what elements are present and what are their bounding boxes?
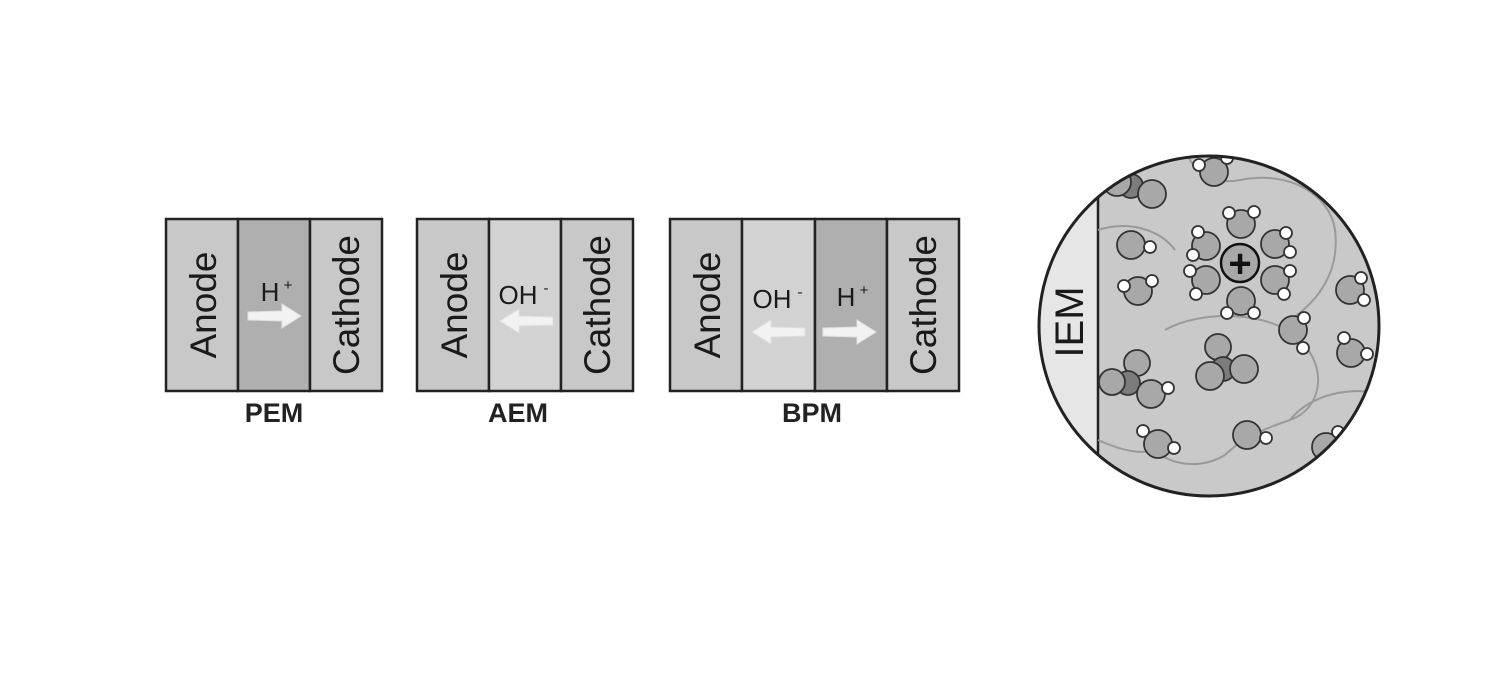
membrane-layer: [236, 217, 312, 393]
anode-label: Anode: [434, 252, 475, 359]
arrow-left-icon: [499, 308, 554, 334]
arrow-right-icon: [247, 303, 302, 329]
cathode-layer: [559, 217, 635, 393]
cell-pem: Anode Cathode H + PEM: [164, 217, 384, 428]
ion-symbol: OH: [753, 284, 792, 314]
cell-caption: PEM: [245, 398, 304, 428]
ion-label: OH -: [499, 280, 549, 310]
cathode-label: Cathode: [577, 235, 618, 375]
ion-label-oh: OH -: [753, 284, 803, 314]
ion-charge: -: [544, 280, 549, 297]
arrow-left-icon: [751, 319, 806, 345]
ion-symbol: OH: [499, 280, 538, 310]
cation-symbol: +: [1228, 242, 1251, 286]
ion-charge: +: [284, 277, 293, 294]
cathode-label: Cathode: [903, 235, 944, 375]
arrow-right-icon: [822, 319, 877, 345]
anode-label: Anode: [183, 252, 224, 359]
cation-icon: +: [1219, 242, 1261, 286]
cell-caption: BPM: [782, 398, 842, 428]
iem-inset: + IEM: [1037, 154, 1381, 498]
anode-layer: [415, 217, 491, 393]
cell-bpm: Anode Cathode OH - H + BPM: [668, 217, 961, 428]
ion-label-h: H +: [837, 282, 869, 312]
anode-label: Anode: [687, 252, 728, 359]
cell-aem: Anode Cathode OH - AEM: [415, 217, 635, 428]
ion-symbol: H: [261, 277, 280, 307]
anode-layer: [164, 217, 240, 393]
ion-charge: -: [798, 284, 803, 301]
iem-label: IEM: [1048, 286, 1092, 357]
anion-layer: [740, 217, 817, 393]
ion-charge: +: [860, 282, 869, 299]
cell-caption: AEM: [488, 398, 548, 428]
cathode-label: Cathode: [326, 235, 367, 375]
cathode-layer: [308, 217, 384, 393]
ion-label: H +: [261, 277, 293, 307]
cathode-layer: [885, 217, 961, 393]
ion-symbol: H: [837, 282, 856, 312]
